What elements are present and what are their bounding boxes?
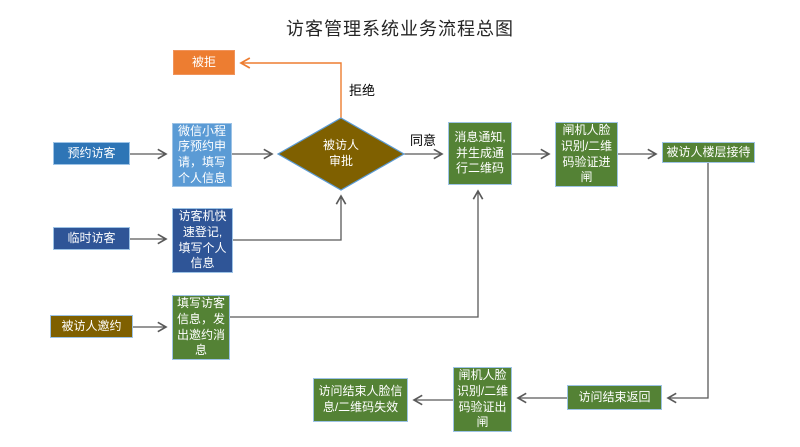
node-notify-qrcode: 消息通知, 并生成通 行二维码 bbox=[448, 122, 512, 185]
node-visit-end-return: 访问结束返回 bbox=[567, 385, 662, 410]
node-fill-visitor-info: 填写访客 信息，发 出邀约消 息 bbox=[172, 295, 230, 360]
connector-floor-to-return bbox=[666, 163, 709, 404]
node-floor-reception: 被访人楼层接待 bbox=[662, 142, 755, 163]
node-temporary-visitor: 临时访客 bbox=[53, 227, 130, 250]
connector-approval-reject bbox=[239, 57, 342, 118]
node-gate-exit: 闸机人脸 识别/二维 码验证出 闸 bbox=[453, 367, 512, 432]
edge-label-reject: 拒绝 bbox=[347, 80, 378, 99]
node-invitee-invite: 被访人邀约 bbox=[50, 315, 133, 338]
node-kiosk-register: 访客机快 速登记, 填写个人 信息 bbox=[172, 208, 233, 273]
edge-label-agree: 同意 bbox=[408, 130, 439, 149]
node-rejected: 被拒 bbox=[173, 50, 235, 75]
node-credential-invalidate: 访问结束人脸信 息/二维码失效 bbox=[313, 378, 408, 422]
page-title: 访客管理系统业务流程总图 bbox=[286, 19, 514, 39]
approval-diamond-shape bbox=[276, 117, 406, 191]
node-approval-label: 被访人 审批 bbox=[322, 138, 359, 168]
connector-kiosk-to-approval bbox=[233, 194, 347, 241]
node-appointment-visitor: 预约访客 bbox=[53, 142, 130, 165]
node-gate-entry: 闸机人脸 识别/二维 码验证进 闸 bbox=[555, 122, 618, 187]
connector-fill-to-notify bbox=[230, 189, 484, 318]
node-wechat-apply: 微信小程 序预约申 请，填写 个人信息 bbox=[172, 123, 232, 187]
